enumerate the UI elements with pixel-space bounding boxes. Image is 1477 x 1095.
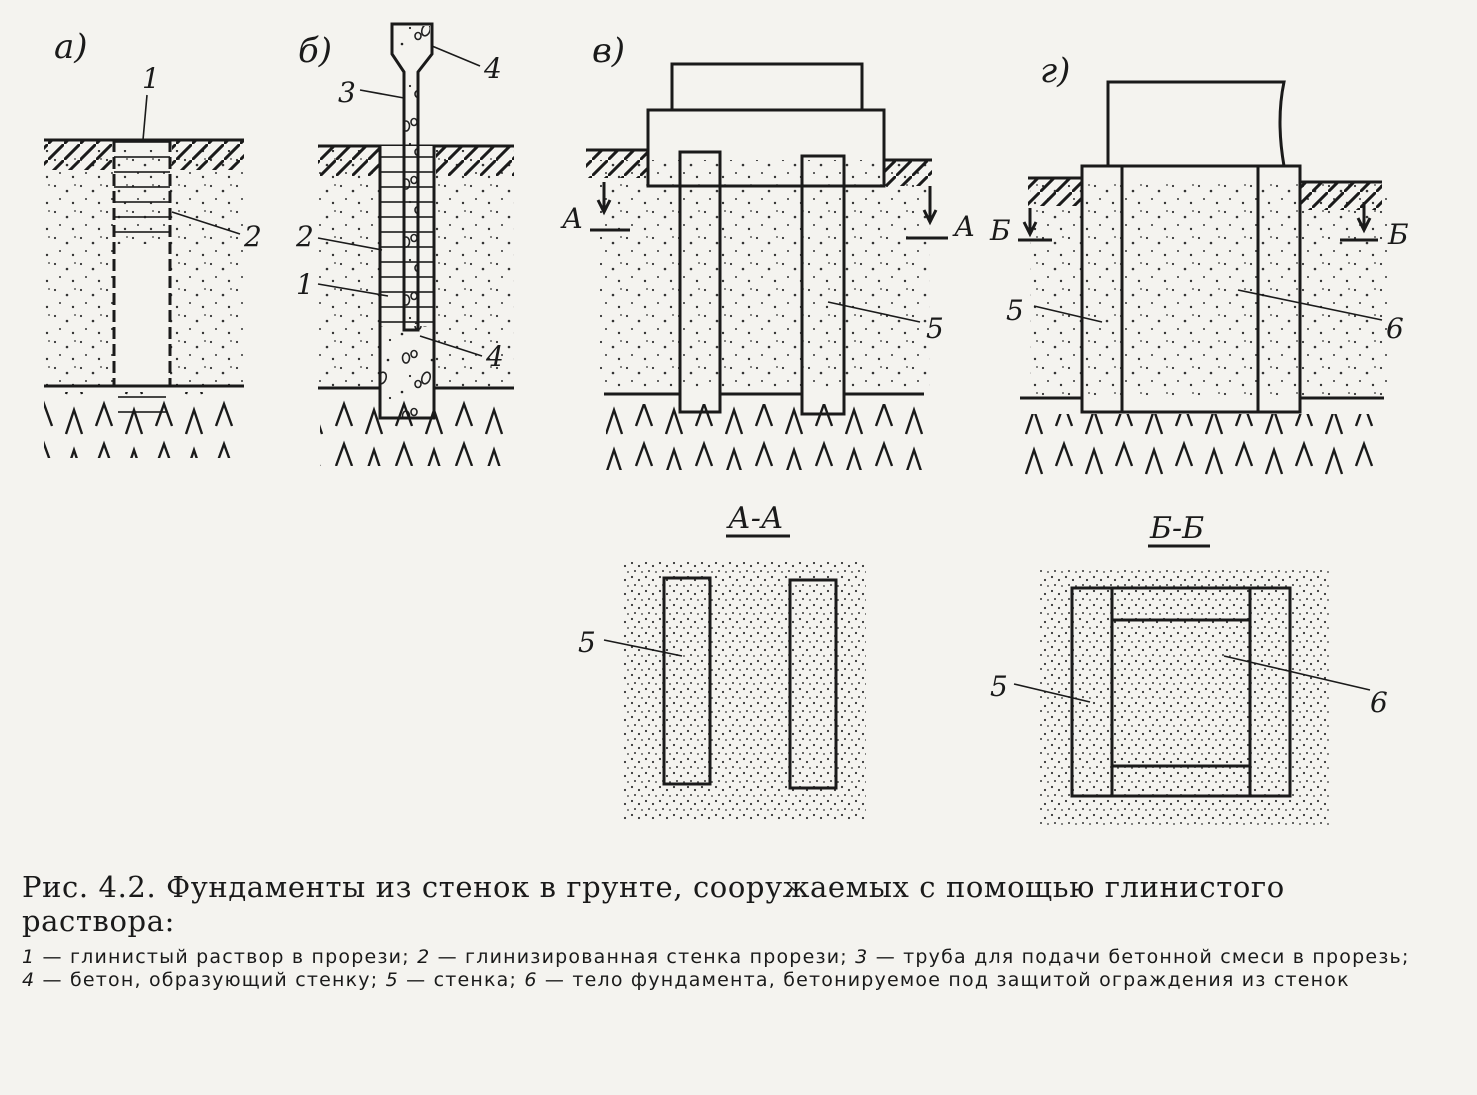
- section-arrow: [1356, 217, 1372, 234]
- topsoil-hatch: [172, 140, 244, 170]
- panel-a: а) 1 2: [44, 27, 262, 458]
- callout-5: 5: [990, 670, 1008, 703]
- callout-1: 1: [142, 62, 160, 95]
- legend-number: 5: [385, 969, 399, 991]
- callout-leader: [431, 45, 481, 67]
- callout-leader: [317, 283, 389, 297]
- callout-5: 5: [926, 312, 944, 345]
- legend-text: — тело фундамента, бетонируемое под защи…: [537, 969, 1350, 991]
- callout-leader: [1013, 683, 1091, 703]
- callout-leader: [1223, 655, 1371, 691]
- legend-number: 1: [22, 946, 36, 968]
- topsoil-hatch: [436, 146, 514, 176]
- bedrock-chevrons: [320, 400, 514, 466]
- topsoil-hatch: [318, 146, 380, 176]
- diaphragm-wall: [788, 578, 838, 790]
- slurry-fill: [114, 140, 170, 244]
- callout-leader: [603, 639, 683, 657]
- tremie-pipe: [390, 22, 434, 332]
- callout-leader: [317, 237, 383, 251]
- callout-leader: [142, 94, 148, 141]
- panel-v-label: в): [592, 31, 625, 71]
- legend-number: 3: [855, 946, 869, 968]
- callout-2: 2: [295, 220, 314, 253]
- callout-6: 6: [1386, 312, 1404, 345]
- foundation-body: [1080, 164, 1302, 414]
- callout-leader: [171, 211, 241, 235]
- callout-leader: [419, 335, 483, 357]
- topsoil-hatch: [884, 160, 932, 186]
- bedrock-chevrons: [606, 404, 924, 470]
- bedrock-chevrons: [1024, 414, 1380, 480]
- callout-leader: [359, 89, 405, 99]
- sand-layer: [600, 160, 930, 392]
- sand-layer: [1040, 568, 1330, 826]
- legend-number: 4: [22, 969, 36, 991]
- panel-g: г) Б Б 5 6: [989, 51, 1409, 480]
- column: [670, 62, 864, 112]
- panel-g-label: г): [1040, 51, 1070, 91]
- legend-number: 6: [524, 969, 538, 991]
- section-mark-left: Б: [989, 214, 1011, 247]
- callout-1: 1: [296, 268, 314, 301]
- section-mark-left: А: [560, 202, 583, 235]
- foundation-figure: а) 1 2 б) 4 3 2: [44, 22, 1409, 826]
- callout-leader: [1033, 305, 1103, 323]
- sand-layer: [622, 562, 866, 820]
- callout-leader: [827, 301, 921, 323]
- legend-text: — стенка;: [398, 969, 525, 991]
- pile-cap: [646, 108, 886, 188]
- callout-4: 4: [483, 52, 502, 85]
- callout-leader: [1237, 289, 1383, 321]
- legend-text: — труба для подачи бетонной смеси в прор…: [868, 946, 1410, 968]
- concrete-fill: [405, 74, 417, 324]
- callout-6: 6: [1370, 686, 1388, 719]
- topsoil-hatch: [1028, 178, 1082, 206]
- section-mark-right: Б: [1387, 218, 1409, 251]
- panel-a-label: а): [54, 27, 88, 67]
- section-arrow: [922, 209, 938, 226]
- legend-text: — глинистый раствор в прорези;: [35, 946, 418, 968]
- callout-3: 3: [338, 76, 356, 109]
- trench-lower: [114, 244, 170, 386]
- panel-v: в) А А 5: [560, 31, 975, 470]
- section-arrow: [596, 199, 612, 216]
- section-mark-right: А: [952, 210, 975, 243]
- panel-b-label: б): [298, 31, 332, 71]
- section-aa: А-А 5: [578, 501, 866, 820]
- caption-title: Рис. 4.2. Фундаменты из стенок в грунте,…: [22, 870, 1285, 938]
- legend-number: 2: [417, 946, 431, 968]
- concrete-fill: [394, 26, 430, 54]
- panel-b: б) 4 3 2 1 4: [295, 22, 514, 466]
- topsoil-hatch: [44, 140, 112, 170]
- topsoil-hatch: [1300, 182, 1382, 210]
- topsoil-hatch: [586, 150, 648, 178]
- callout-5: 5: [1006, 294, 1024, 327]
- column: [1106, 80, 1286, 168]
- section-bb-title: Б-Б: [1149, 511, 1204, 546]
- foundation-plan: [1070, 586, 1292, 798]
- section-bb: Б-Б 5 6: [990, 511, 1388, 826]
- callout-2: 2: [243, 220, 262, 253]
- legend-text: — глинизированная стенка прорези;: [430, 946, 856, 968]
- diaphragm-wall: [662, 576, 712, 786]
- sand-layer: [1030, 180, 1390, 396]
- slurry-fill: [118, 396, 166, 418]
- section-aa-title: А-А: [726, 501, 784, 536]
- figure-caption: Рис. 4.2. Фундаменты из стенок в грунте,…: [22, 870, 1422, 992]
- callout-5: 5: [578, 626, 596, 659]
- callout-4: 4: [485, 340, 504, 373]
- caption-legend: 1 — глинистый раствор в прорези; 2 — гли…: [22, 946, 1422, 992]
- legend-text: — бетон, образующий стенку;: [35, 969, 386, 991]
- section-arrow: [1022, 221, 1038, 238]
